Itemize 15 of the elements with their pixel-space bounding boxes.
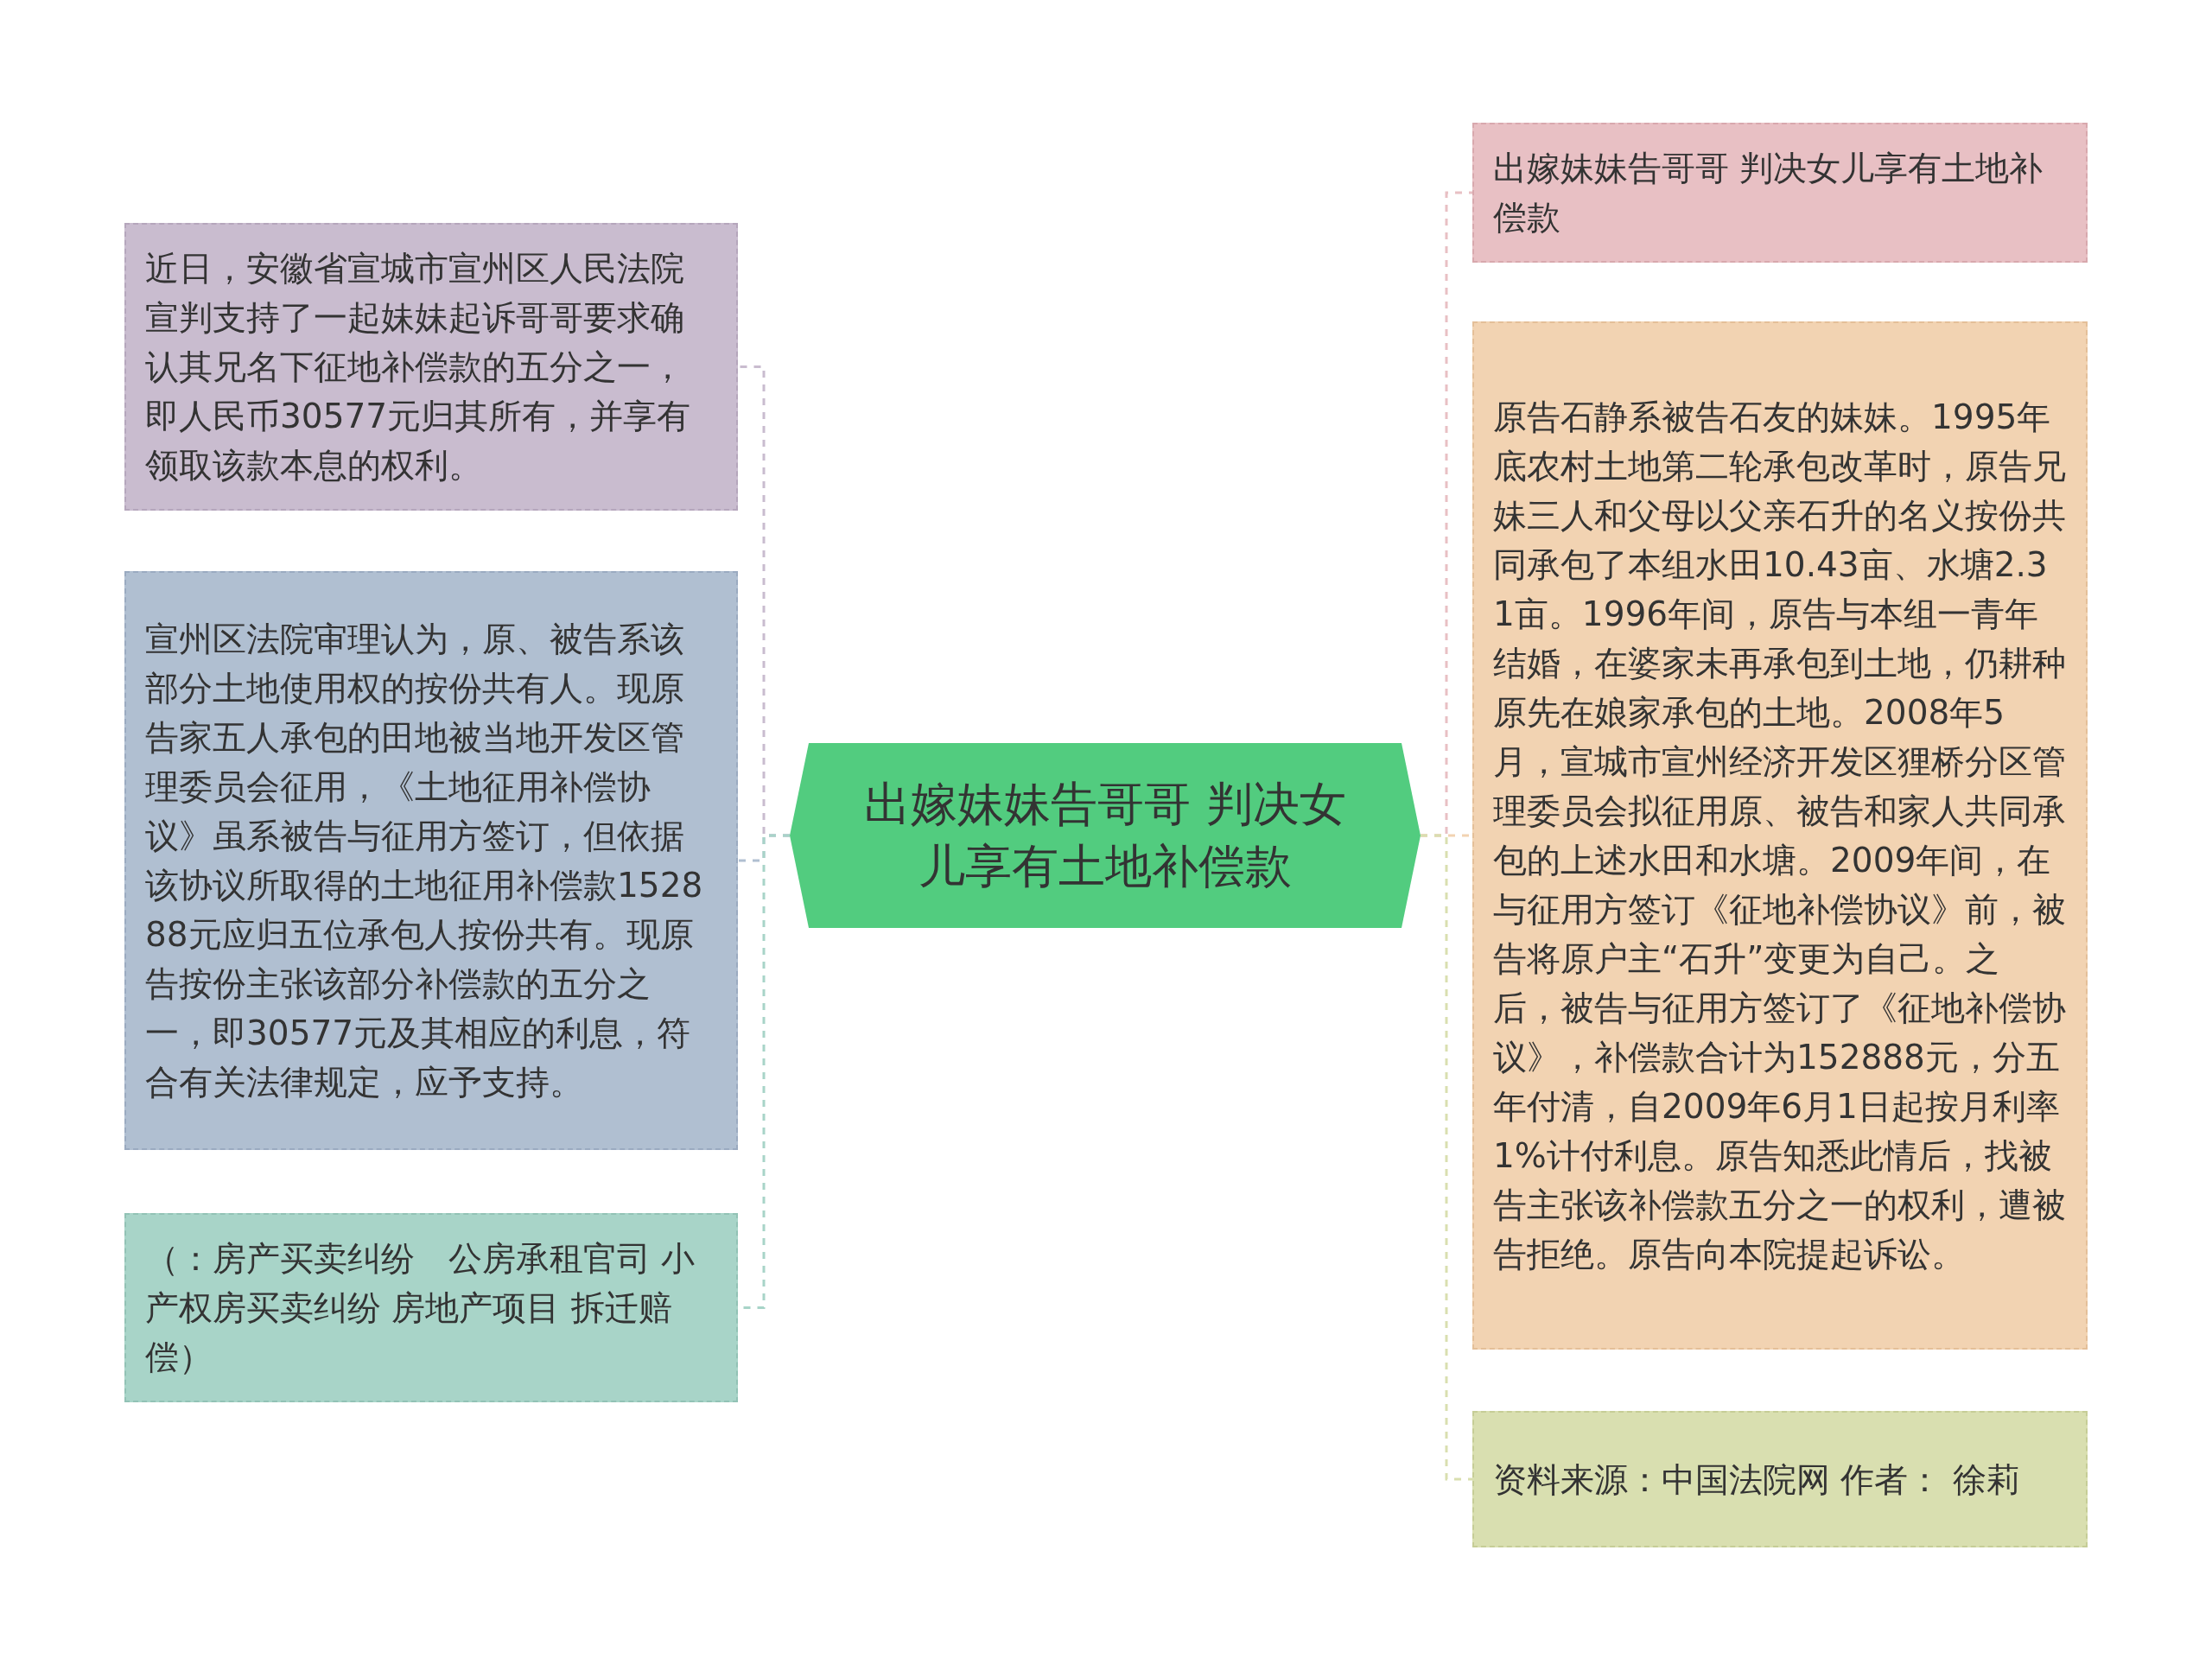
topic-box bbox=[124, 223, 738, 511]
topic-box bbox=[1472, 123, 2088, 263]
topic-box bbox=[1472, 1411, 2088, 1547]
topic-text: （：房产买卖纠纷 公房承租官司 小产权房买卖纠纷 房地产项目 拆迁赔偿） bbox=[145, 1238, 696, 1378]
topic-text: 近日，安徽省宣城市宣州区人民法院宣判支持了一起妹妹起诉哥哥要求确认其兄名下征地补偿款的五分之一，即人民币30577元归其所有，并享有领取该款本息的权利。 bbox=[145, 248, 692, 486]
topic-box bbox=[1472, 321, 2088, 1350]
topic-title: 出嫁妹妹告哥哥 判决女儿享有土地补偿款 bbox=[863, 776, 1347, 895]
topic-hexagon bbox=[790, 743, 1421, 928]
topic-box bbox=[124, 571, 738, 1150]
connector-line bbox=[1421, 834, 1472, 1481]
topic-text: 出嫁妹妹告哥哥 判决女儿享有土地补偿款 bbox=[1493, 148, 2044, 238]
topic-text: 资料来源：中国法院网 作者： 徐莉 bbox=[1493, 1458, 2021, 1501]
topic-text: 宣州区法院审理认为，原、被告系该部分土地使用权的按份共有人。现原告家五人承包的田地被当地开发区管理委员会征用，《土地征用补偿协议》虽系被告与征用方签订，但依据该协议所取得的土地征用补偿款152888元应归五位承包人按份共有。现原告按份主张该部分补偿款的五分之一，即30577元及其相应的利息，符合有关法律规定，应予支持。 bbox=[145, 619, 704, 1103]
topic-text: 原告石静系被告石友的妹妹。1995年底农村土地第二轮承包改革时，原告兄妹三人和父母以父亲石升的名义按份共同承包了本组水田10.43亩、水塘2.31亩。1996年间，原告与本组一青年结婚，在婆家未再承包到土地，仍耕种原先在娘家承包的土地。2008年5月，宣城市宣州经济开发区狸桥分区管理委员会拟征用原、被告和家人共同承包的上述水田和水塘。2009年间，在与征用方签订《征地补偿协议》前，被告将原户主“石升”变更为自己。之后，被告与征用方签订了《征地补偿协议》，补偿款合计为152888元，分五年付清，自2009年6月1日起按月利率1%计付利息。原告知悉此情后，找被告主张该补偿款五分之一的权利，遭被告拒绝。原告向本院提起诉讼。 bbox=[1493, 397, 2067, 1275]
topic-box bbox=[124, 1213, 738, 1402]
